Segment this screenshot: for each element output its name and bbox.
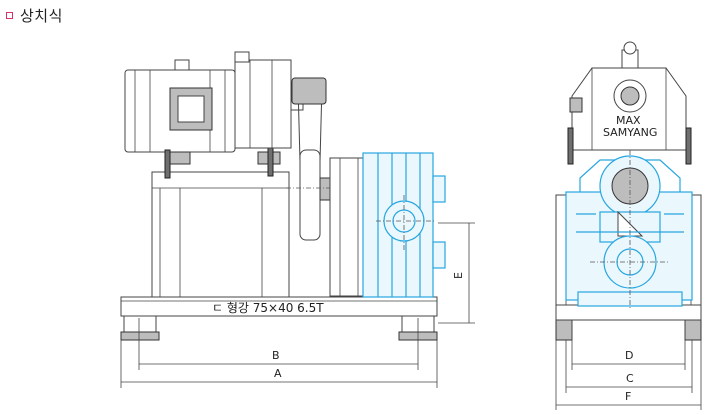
nameplate-line1: MAX bbox=[616, 114, 641, 127]
dim-label-f: F bbox=[625, 390, 631, 403]
motor bbox=[124, 59, 281, 179]
nameplate-line2: SAMYANG bbox=[603, 126, 657, 139]
base-channel-label: ㄷ 형강 75×40 6.5T bbox=[212, 301, 324, 315]
dimension-f: F bbox=[555, 340, 702, 410]
dim-label-a: A bbox=[274, 367, 282, 380]
dimension-e: E bbox=[438, 222, 475, 324]
base-channel: ㄷ 형강 75×40 6.5T bbox=[120, 296, 438, 341]
dim-label-b: B bbox=[272, 349, 280, 362]
title-text: 상치식 bbox=[20, 6, 63, 25]
section-title: 상치식 bbox=[6, 4, 63, 26]
side-view: MAX SAMYANG D bbox=[555, 41, 702, 410]
dim-label-e: E bbox=[452, 272, 465, 279]
dimension-d: D bbox=[571, 320, 686, 370]
blower-body bbox=[329, 152, 446, 298]
v-belt-pulley bbox=[286, 77, 342, 241]
side-blower bbox=[565, 150, 693, 310]
dim-label-d: D bbox=[625, 349, 633, 362]
title-bullet-icon bbox=[6, 11, 13, 19]
front-view: ㄷ 형강 75×40 6.5T bbox=[120, 51, 475, 388]
side-motor-head: MAX SAMYANG bbox=[567, 41, 692, 165]
dimension-b: B bbox=[138, 318, 419, 370]
dimension-c: C bbox=[565, 340, 693, 393]
dimension-a: A bbox=[120, 340, 438, 388]
dim-label-c: C bbox=[626, 372, 634, 385]
motor-pedestal bbox=[151, 171, 290, 298]
